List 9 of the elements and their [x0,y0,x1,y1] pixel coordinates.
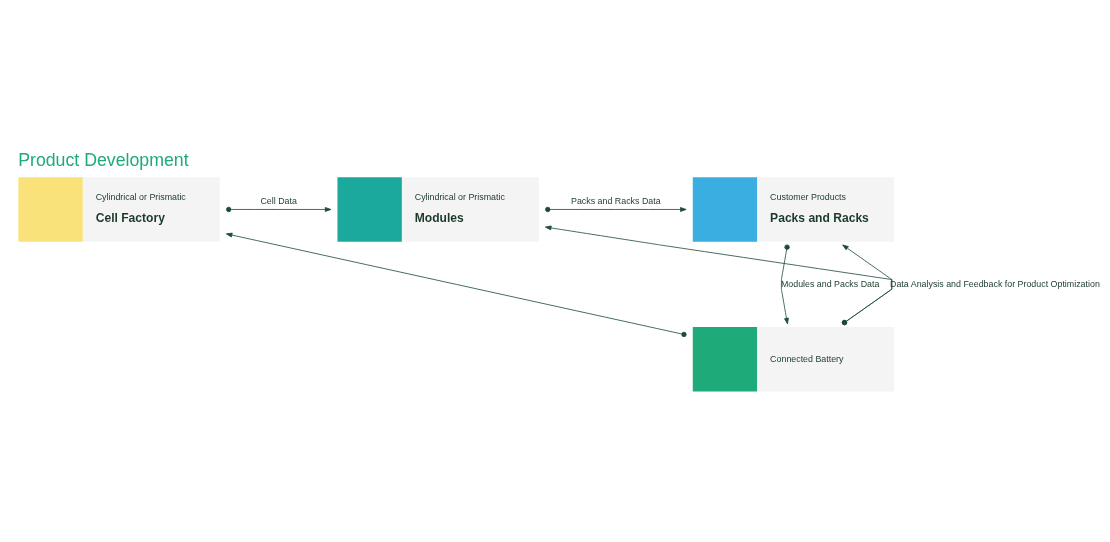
diagram-title: Product Development [18,149,189,170]
arrow [781,243,790,324]
arrow [841,244,893,325]
arrow [545,225,893,325]
arrow [225,232,687,337]
arrow [226,206,332,212]
edge-label: Packs and Racks Data [571,195,661,206]
arrow [545,206,687,212]
edge-label: Cell Data [260,195,297,206]
